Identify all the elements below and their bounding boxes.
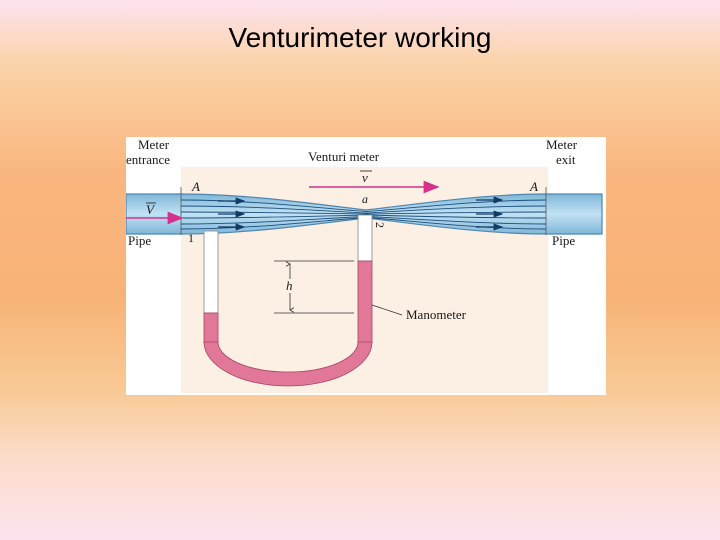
pipe-left-label: Pipe [128,233,151,248]
manometer-leader [371,304,403,316]
area-entrance-label: A [191,179,200,194]
venturi-meter-label: Venturi meter [308,149,380,164]
meter-entrance-label-2: entrance [126,152,170,167]
area-exit-label: A [529,179,538,194]
point-2-label: 2 [373,222,387,228]
meter-entrance-label-1: Meter [138,137,170,152]
height-label: h [286,278,293,293]
meter-exit-label-1: Meter [546,137,578,152]
meter-exit-label-2: exit [556,152,576,167]
manometer [203,214,373,387]
flow-arrows [218,196,504,231]
pipe-right-label: Pipe [552,233,575,248]
point-1-label: 1 [188,231,194,245]
height-dimension [274,260,354,314]
manometer-label: Manometer [406,307,467,322]
throat-velocity-label: v [362,170,368,185]
inlet-velocity-label: V [146,202,156,217]
area-throat-label: a [362,192,368,206]
venturimeter-diagram: Meter entrance Meter exit Venturi meter … [126,137,606,395]
slide-title: Venturimeter working [228,22,492,53]
